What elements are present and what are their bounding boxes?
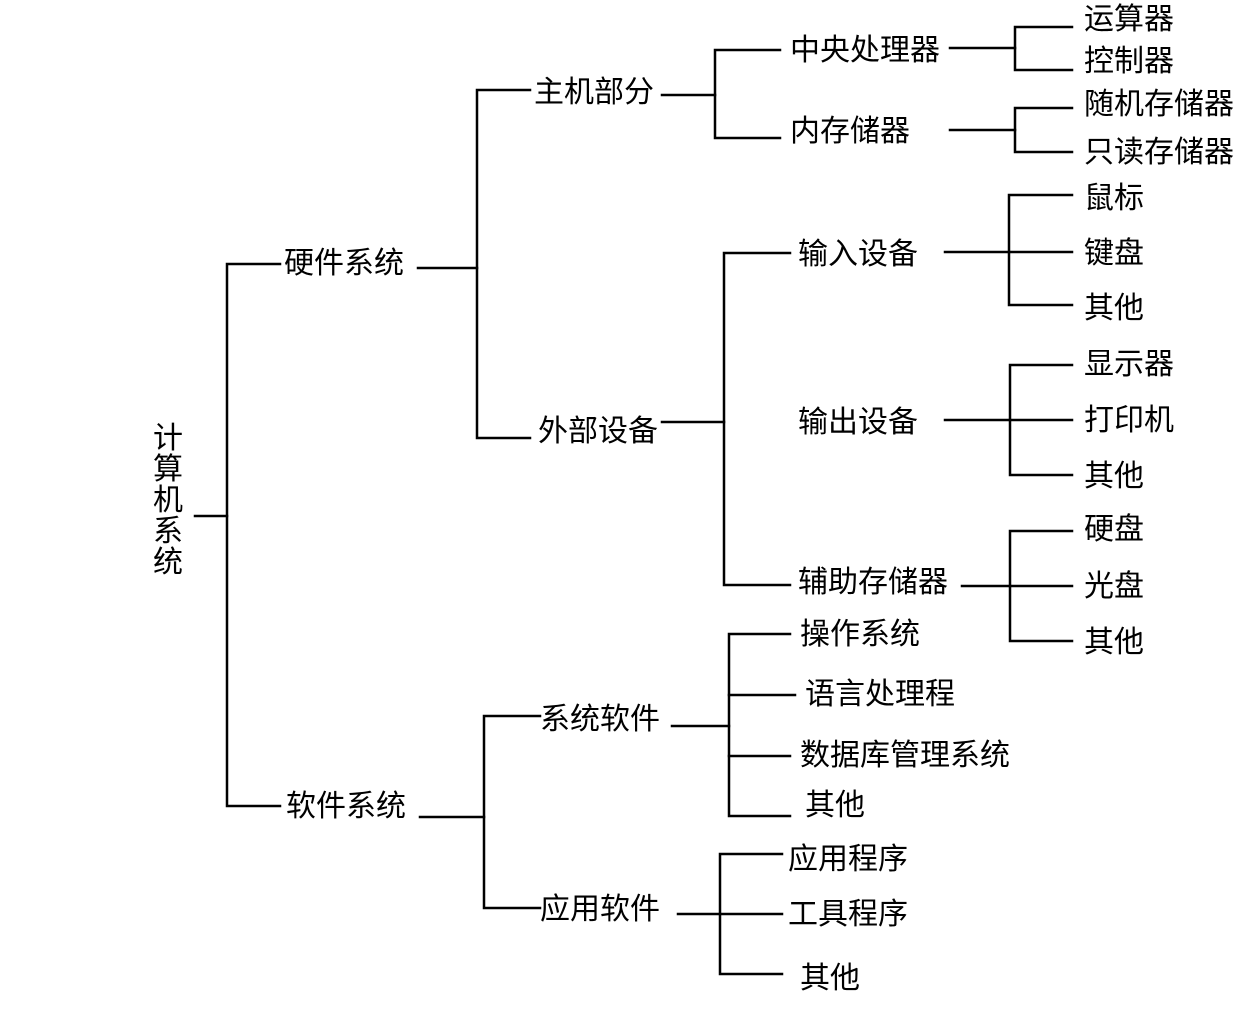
- bracket-software: [482, 714, 542, 910]
- bracket-cpu: [1013, 25, 1074, 72]
- bracket-input: [1007, 193, 1074, 307]
- leaf-input-other: 其他: [1084, 291, 1144, 326]
- leaf-output-other: 其他: [1084, 459, 1144, 494]
- leaf-keyboard: 键盘: [1084, 236, 1144, 271]
- application-software-label: 应用软件: [540, 892, 660, 927]
- software-label: 软件系统: [286, 789, 406, 824]
- leaf-hard-disk: 硬盘: [1084, 512, 1144, 547]
- leaf-application-other: 其他: [800, 961, 860, 996]
- bracket-system-software: [727, 632, 792, 818]
- host-label: 主机部分: [534, 75, 654, 110]
- leaf-language-processor: 语言处理程: [805, 677, 955, 712]
- cpu-label: 中央处理器: [790, 33, 940, 68]
- bracket-root: [225, 262, 282, 808]
- leaf-tools: 工具程序: [788, 897, 908, 932]
- memory-label: 内存储器: [790, 114, 910, 149]
- leaf-mouse: 鼠标: [1084, 181, 1144, 216]
- root-label: 计算机系统: [153, 421, 183, 580]
- bracket-hardware: [475, 88, 532, 440]
- leaf-storage-other: 其他: [1084, 625, 1144, 660]
- leaf-alu: 运算器: [1084, 2, 1174, 37]
- leaf-controller: 控制器: [1084, 44, 1174, 79]
- bracket-peripherals: [722, 251, 792, 587]
- auxiliary-storage-label: 辅助存储器: [798, 565, 948, 600]
- bracket-host: [713, 48, 782, 140]
- leaf-ram: 随机存储器: [1084, 87, 1234, 122]
- bracket-memory: [1013, 106, 1074, 154]
- leaf-display: 显示器: [1084, 347, 1174, 382]
- hardware-label: 硬件系统: [284, 246, 404, 281]
- system-software-label: 系统软件: [540, 702, 660, 737]
- output-devices-label: 输出设备: [798, 405, 918, 440]
- leaf-rom: 只读存储器: [1084, 135, 1234, 170]
- leaf-operating-system: 操作系统: [800, 617, 920, 652]
- leaf-optical-disc: 光盘: [1084, 569, 1144, 604]
- input-devices-label: 输入设备: [798, 237, 918, 272]
- leaf-printer: 打印机: [1084, 403, 1174, 438]
- leaf-system-other: 其他: [805, 788, 865, 823]
- leaf-applications: 应用程序: [788, 842, 908, 877]
- peripherals-label: 外部设备: [538, 414, 658, 449]
- leaf-dbms: 数据库管理系统: [800, 738, 1010, 773]
